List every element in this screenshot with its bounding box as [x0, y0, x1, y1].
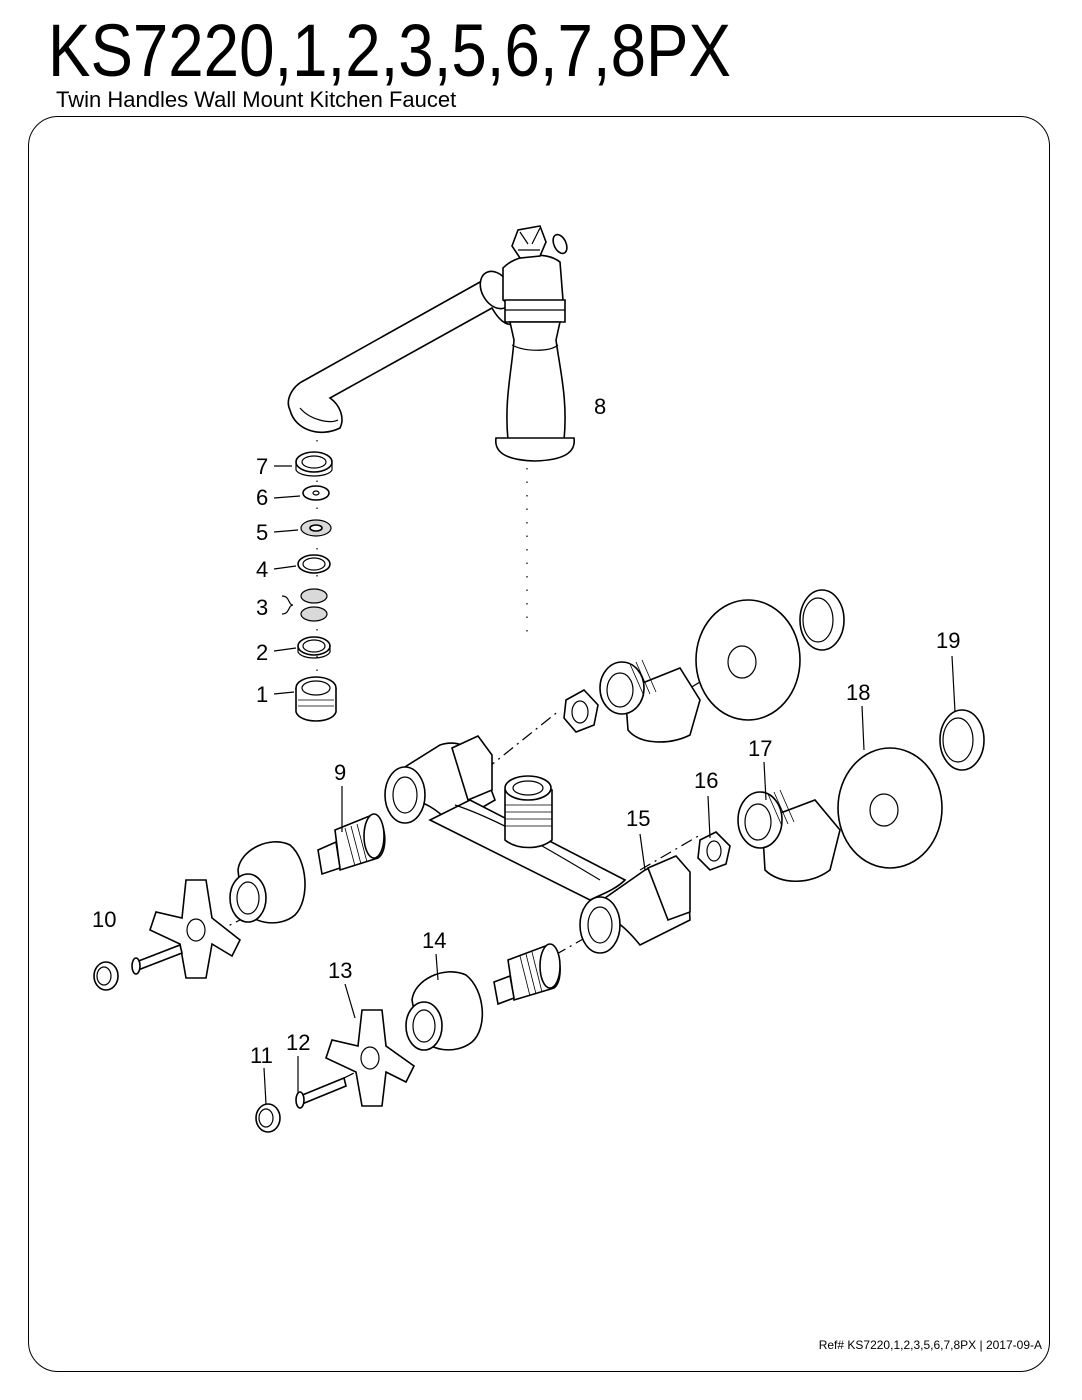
label-9: 9 [334, 760, 346, 785]
upper-nut-16 [563, 688, 599, 733]
upper-flange-18 [695, 599, 801, 721]
part-10-cross-handle [149, 879, 242, 979]
part-3-screens [281, 588, 328, 622]
diagram-frame [28, 116, 1050, 1372]
part-7-aerator-housing [295, 451, 333, 477]
part-1-aerator-body [295, 676, 337, 722]
label-8: 8 [594, 394, 606, 419]
label-18: 18 [846, 680, 870, 705]
label-19: 19 [936, 628, 960, 653]
label-3: 3 [256, 595, 268, 620]
part-5-insert [300, 519, 332, 537]
label-17: 17 [748, 736, 772, 761]
part-18-flange [837, 747, 943, 869]
lower-cartridge [493, 943, 561, 1006]
part-12-screw-upper [131, 943, 183, 975]
page-title: KS7220,1,2,3,5,6,7,8PX [48, 9, 731, 92]
part-14-bonnet [405, 971, 484, 1051]
label-2: 2 [256, 640, 268, 665]
callout-labels: 1 2 3 4 5 6 7 8 9 10 11 12 13 14 15 16 1… [92, 394, 960, 1068]
label-16: 16 [694, 768, 718, 793]
part-12-screw [295, 1076, 347, 1109]
part-9-cartridge [317, 813, 386, 876]
callout-leaders [263, 465, 956, 1105]
part-4-ring [297, 554, 331, 574]
part-13-cross-handle [325, 1009, 416, 1107]
label-7: 7 [256, 454, 268, 479]
label-6: 6 [256, 485, 268, 510]
main-valve-body [384, 735, 691, 954]
label-14: 14 [422, 928, 446, 953]
upper-bonnet [229, 841, 306, 924]
label-15: 15 [626, 806, 650, 831]
label-12: 12 [286, 1030, 310, 1055]
part-11-index-cap [255, 1103, 281, 1133]
part-6-washer [302, 485, 330, 501]
upper-flange-19 [799, 589, 845, 651]
part-19-flange-ring [939, 709, 985, 771]
label-13: 13 [328, 958, 352, 983]
part-17-elbow [737, 789, 841, 882]
label-1: 1 [256, 682, 268, 707]
part-11-index-cap-upper [93, 961, 119, 991]
reference-footer: Ref# KS7220,1,2,3,5,6,7,8PX | 2017-09-A [818, 1338, 1042, 1352]
label-10: 10 [92, 907, 116, 932]
lower-nut-16 [697, 831, 731, 871]
part-2-ring [297, 636, 331, 659]
page-subtitle: Twin Handles Wall Mount Kitchen Faucet [56, 87, 457, 112]
label-5: 5 [256, 520, 268, 545]
part-8-spout [287, 225, 575, 462]
upper-elbow-17 [599, 659, 701, 743]
label-4: 4 [256, 557, 268, 582]
label-11: 11 [250, 1043, 273, 1068]
